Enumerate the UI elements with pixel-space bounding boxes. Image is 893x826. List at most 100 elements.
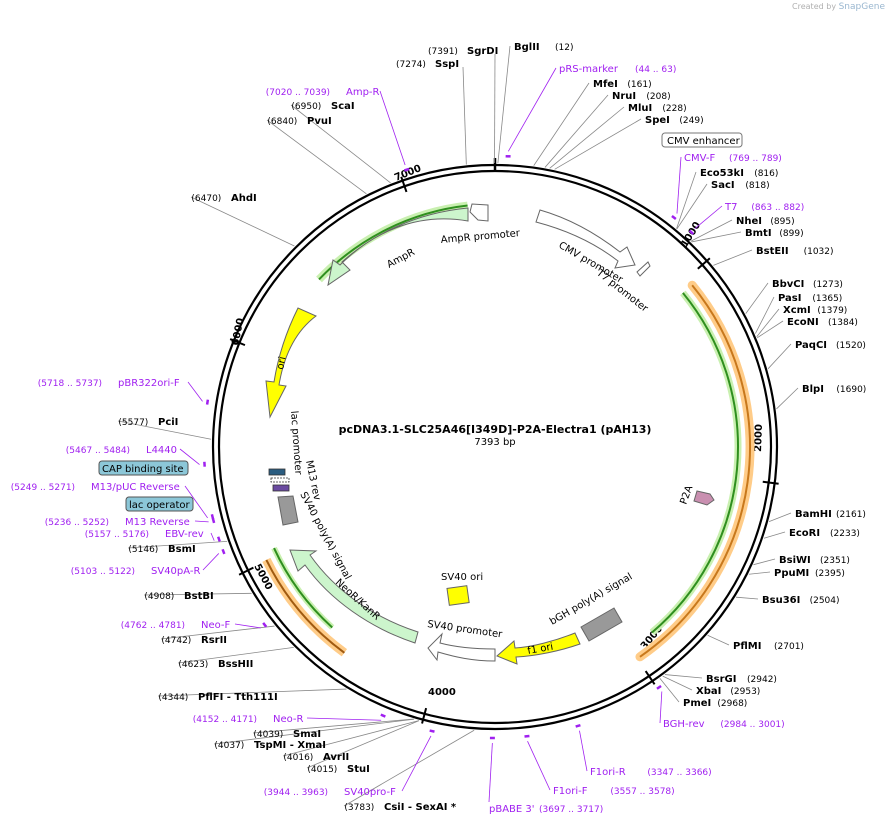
neo-orf-outline [262,557,348,657]
site-leader-scai [290,104,391,184]
primer-mark-sv40pa-r [221,548,226,555]
feature-label-ampr: AmpR [385,247,417,271]
primer-pos: (3697 .. 3717) [539,805,603,815]
primer-leader-t7 [694,205,723,229]
site-name: BglII [514,42,540,53]
site-leader-bsteii [713,249,753,266]
primer-f1ori-r: F1ori-R(3347 .. 3366) [590,767,712,778]
site-ahdi: (6470)AhdI [191,193,256,204]
f1-ori-arrow [496,632,581,665]
sv40-polya-box [277,495,299,526]
primer-name: SV40pro-F [344,787,396,798]
primer-pos: (5157 .. 5176) [85,530,149,540]
site-pos: (4016) [283,753,313,763]
feature-label-ori: ori [275,356,288,371]
site-leader-ahdi [190,196,295,247]
site-name: BmtI [745,228,772,239]
site-pos: (3783) [344,803,374,813]
site-bsrgi: BsrGI(2942) [706,674,777,685]
site-name: BstBI [184,591,214,602]
primer-leader-ebv-rev [210,532,215,541]
scale-label-4000: 4000 [428,687,456,698]
site-ecori: EcoRI(2233) [789,528,860,539]
site-name: SpeI [645,115,670,126]
feature-label-bgh-polya: bGH poly(A) signal [548,571,634,627]
primer-name: pBR322ori-F [118,378,180,389]
site-pos: (228) [662,104,686,114]
primer-labels: pRS-marker(44 .. 63)(7020 .. 7039)Amp-RC… [11,64,804,815]
site-pos: (4015) [307,765,337,775]
site-bsiwi: BsiWI(2351) [779,555,850,566]
site-name: PaqCI [795,340,827,351]
site-pflmi: PflMI(2701) [733,641,804,652]
site-name: TspMI - XmaI [254,740,326,751]
site-smai: (4039)SmaI [253,729,321,740]
site-leader-pcii [117,420,212,440]
site-name: RsrII [201,635,227,646]
primer-mark-m13-reverse [211,517,216,524]
site-name: BsmI [168,544,196,555]
primer-leader-sv40pa-r [202,553,220,571]
scale-tick-5000 [238,566,254,576]
site-saci: SacI(818) [711,180,770,191]
primer-t7: T7(863 .. 882) [724,202,804,213]
leader-layer [117,45,799,807]
site-pos: (249) [679,116,703,126]
bgh-polya-box [580,607,623,642]
site-leader-blpi [776,387,799,410]
site-leader-bamhi [768,512,792,522]
site-xbai: XbaI(2953) [696,686,760,697]
site-tspmi-xmai: (4037)TspMI - XmaI [214,740,326,751]
site-leader-ecori [763,531,786,539]
site-nhei: NheI(895) [736,216,795,227]
site-pos: (2968) [717,699,747,709]
site-pos: (899) [779,229,803,239]
m13-rev-bar [270,477,290,483]
site-pos: (4742) [161,636,191,646]
primer-name: CMV-F [684,153,715,164]
primer-name: M13 Reverse [125,517,190,528]
lac-operator-bar [272,484,290,492]
plasmid-length: 7393 bp [474,437,515,448]
site-sgrdi: (7391)SgrDI [428,46,498,57]
site-leader-xcmi [756,308,780,337]
site-name: BlpI [802,384,824,395]
feature-label-sv40-polya: SV40 poly(A) signal [297,490,353,581]
site-pos: (2942) [747,675,777,685]
site-paqci: PaqCI(1520) [795,340,866,351]
site-pos: (5146) [128,545,158,555]
primer-mark-f1ori-f [524,734,530,738]
primer-leader-m13-puc-reverse [184,485,208,519]
feature-label-lac-promoter: lac promoter [288,410,303,475]
site-leader-avrii [282,720,419,757]
cap-binding-box [98,460,189,476]
site-name: MluI [628,103,652,114]
primer-pos: (7020 .. 7039) [266,88,330,98]
scale-tick-2000 [762,480,779,485]
site-pos: (2701) [774,642,804,652]
feature-layer [262,201,755,665]
primer-name: BGH-rev [663,719,705,730]
site-leader-pflmi [707,634,730,646]
site-pos: (2395) [815,569,845,579]
site-name: Eco53kI [700,168,744,179]
primer-l4440: (5467 .. 5484)L4440 [66,445,177,456]
site-name: PvuI [307,116,332,127]
primer-leader-l4440 [179,448,200,465]
site-name: EcoRI [789,528,820,539]
primer-sv40pa-r: (5103 .. 5122)SV40pA-R [71,566,201,577]
site-leader-pflfi-tth111i [157,688,347,697]
lac-operator-box [125,496,194,512]
site-leader-tspmi-xmai [213,718,415,745]
site-bsshii: (4623)BssHII [178,659,253,670]
neo-gene-core [273,547,333,629]
site-name: NruI [612,91,636,102]
site-pos: (2953) [730,687,760,697]
site-pos: (161) [627,80,651,90]
primer-mark-t7 [688,229,695,235]
primer-pos: (4762 .. 4781) [121,621,185,631]
site-stui: (4015)StuI [307,764,369,775]
primer-pos: (863 .. 882) [751,203,804,213]
site-leader-nhei [690,219,733,242]
site-pos: (816) [754,169,778,179]
